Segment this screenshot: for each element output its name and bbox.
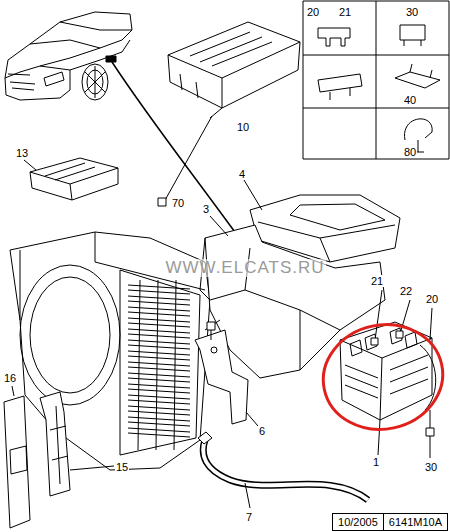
- footer-box: 6141M10A: [383, 513, 448, 531]
- callout-number: 16: [3, 372, 17, 384]
- grille-fin: [128, 406, 190, 415]
- grille-fin: [128, 351, 190, 360]
- callout-number: 3: [202, 203, 210, 215]
- callout-number: 7: [245, 511, 253, 523]
- fuse-type-table: [303, 1, 449, 159]
- grille-fin: [128, 329, 190, 338]
- footer-text: 6141M10A: [384, 514, 447, 530]
- grille-rib: [156, 280, 158, 450]
- callout-number: 22: [399, 285, 413, 297]
- relay-13: [24, 158, 118, 200]
- grille-fin: [128, 384, 190, 393]
- fuse-box-1: [313, 290, 450, 458]
- grille-fin: [128, 296, 190, 305]
- grille-fin: [128, 285, 190, 294]
- grille-rib: [138, 280, 140, 450]
- fan-frame-grille: [128, 280, 190, 450]
- callout-number: 30: [405, 6, 419, 18]
- side-bracket-15: [40, 392, 114, 496]
- grille-rib: [174, 280, 176, 450]
- footer-text: 10/2005: [333, 514, 383, 530]
- grille-fin: [128, 395, 190, 404]
- grille-fin: [128, 373, 190, 382]
- relay-box-10: [158, 22, 300, 206]
- hose-7: [198, 432, 368, 508]
- callout-number: 15: [115, 461, 129, 473]
- grille-fin: [128, 417, 190, 426]
- watermark: WWW.ELCATS.RU: [164, 259, 325, 277]
- grille-fin: [128, 362, 190, 371]
- callout-number: 13: [15, 147, 29, 159]
- callout-number: 6: [258, 425, 266, 437]
- callout-number: 70: [171, 197, 185, 209]
- side-panel-16: [4, 386, 30, 528]
- grille-fin: [128, 307, 190, 316]
- callout-number: 10: [236, 121, 250, 133]
- grille-fin: [128, 318, 190, 327]
- callout-number: 20: [306, 6, 320, 18]
- grille-fin: [128, 428, 190, 437]
- callout-number: 80: [403, 146, 417, 158]
- bracket-6: [195, 322, 258, 426]
- callout-number: 40: [403, 94, 417, 106]
- callout-number: 30: [424, 461, 438, 473]
- callout-number: 21: [370, 275, 384, 287]
- grille-fin: [128, 340, 190, 349]
- callout-number: 21: [338, 6, 352, 18]
- callout-number: 20: [425, 293, 439, 305]
- callout-number: 4: [238, 168, 246, 180]
- footer-box: 10/2005: [332, 513, 384, 531]
- callout-number: 1: [372, 456, 380, 468]
